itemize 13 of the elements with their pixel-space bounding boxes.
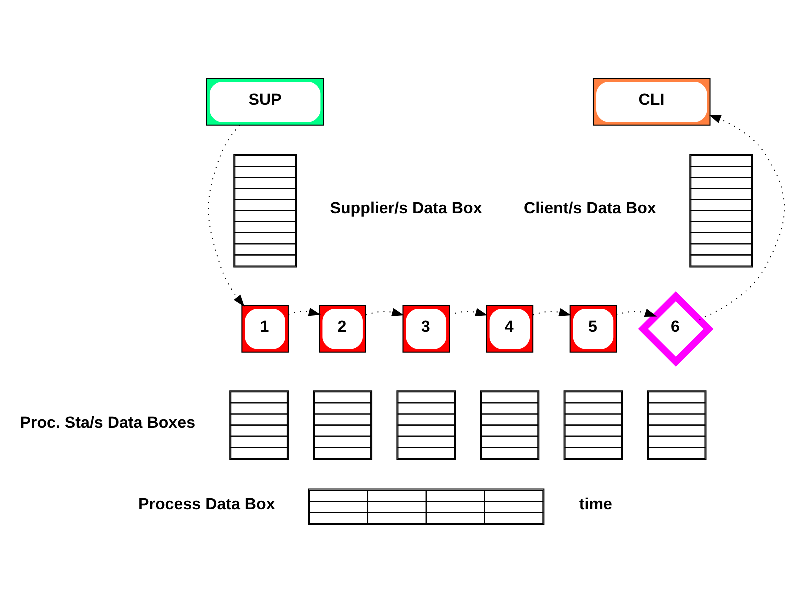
arrow bbox=[699, 114, 786, 320]
node-diamond: 6 bbox=[638, 291, 714, 367]
node-label: Proc. Sta/s Data Boxes bbox=[20, 414, 196, 432]
arrow bbox=[449, 308, 488, 316]
node-label: Process Data Box bbox=[138, 496, 276, 514]
arrow bbox=[366, 308, 404, 316]
node-label: Client/s Data Box bbox=[524, 200, 656, 218]
label: time bbox=[579, 496, 612, 514]
arrow bbox=[532, 308, 572, 316]
arrow bbox=[616, 308, 658, 317]
arrow bbox=[208, 125, 245, 308]
node-label: Supplier/s Data Box bbox=[330, 200, 482, 218]
arrow bbox=[288, 308, 322, 316]
